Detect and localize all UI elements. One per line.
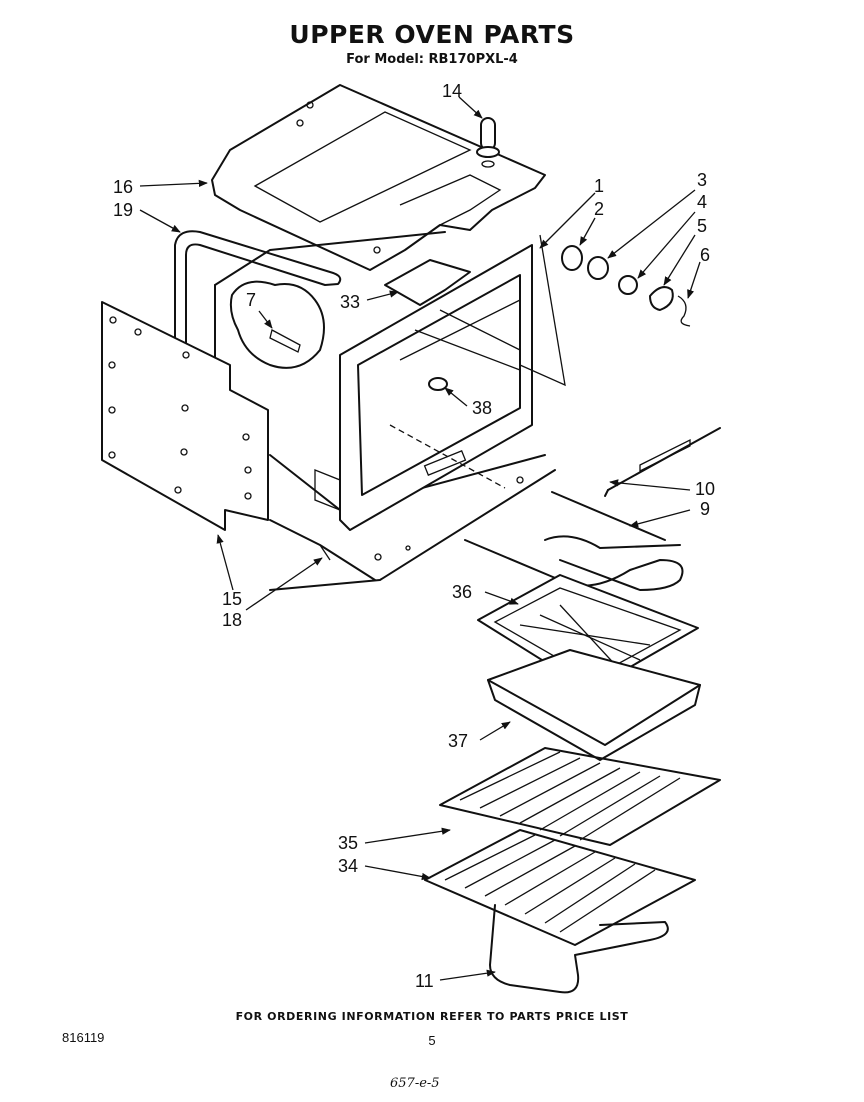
callout-6: 6 [700, 245, 710, 265]
top-panel-part [211, 84, 546, 271]
oven-rack-part [439, 747, 721, 846]
page-title: UPPER OVEN PARTS [289, 20, 575, 49]
oven-sensor-part [476, 117, 500, 168]
broiler-pan-part [487, 649, 701, 761]
callout-leaders [139, 96, 701, 981]
callout-5: 5 [697, 216, 707, 236]
callout-19: 19 [113, 200, 133, 220]
callout-16: 16 [113, 177, 133, 197]
callout-3: 3 [697, 170, 707, 190]
model-subtitle: For Model: RB170PXL-4 [346, 52, 518, 67]
handwritten-note: 657-e-5 [390, 1076, 440, 1091]
page-number: 5 [428, 1033, 436, 1048]
callout-14: 14 [442, 81, 462, 101]
callout-10: 10 [695, 479, 715, 499]
side-panel-part [101, 301, 269, 531]
callout-35: 35 [338, 833, 358, 853]
rack-support-part [604, 427, 721, 497]
callout-1: 1 [594, 176, 604, 196]
broil-element-part [489, 904, 669, 994]
light-assembly [561, 245, 691, 327]
oven-rack-part-2 [424, 829, 696, 946]
callout-2: 2 [594, 199, 604, 219]
callout-33: 33 [340, 292, 360, 312]
callout-labels: 14 16 19 1 2 3 4 5 6 7 33 38 10 9 36 37 … [113, 81, 715, 991]
callout-38: 38 [472, 398, 492, 418]
callout-34: 34 [338, 856, 358, 876]
light-lens-part [428, 377, 448, 391]
callout-18: 18 [222, 610, 242, 630]
callout-4: 4 [697, 192, 707, 212]
callout-15: 15 [222, 589, 242, 609]
callout-9: 9 [700, 499, 710, 519]
wiring-harness-part [174, 230, 342, 346]
insulation-bracket-part [229, 280, 325, 369]
callout-11: 11 [415, 971, 434, 991]
callout-37: 37 [448, 731, 468, 751]
callout-36: 36 [452, 582, 472, 602]
ordering-note: FOR ORDERING INFORMATION REFER TO PARTS … [235, 1010, 629, 1023]
cover-plate-part [384, 259, 471, 306]
document-number: 816119 [62, 1030, 105, 1045]
callout-7: 7 [246, 290, 256, 310]
